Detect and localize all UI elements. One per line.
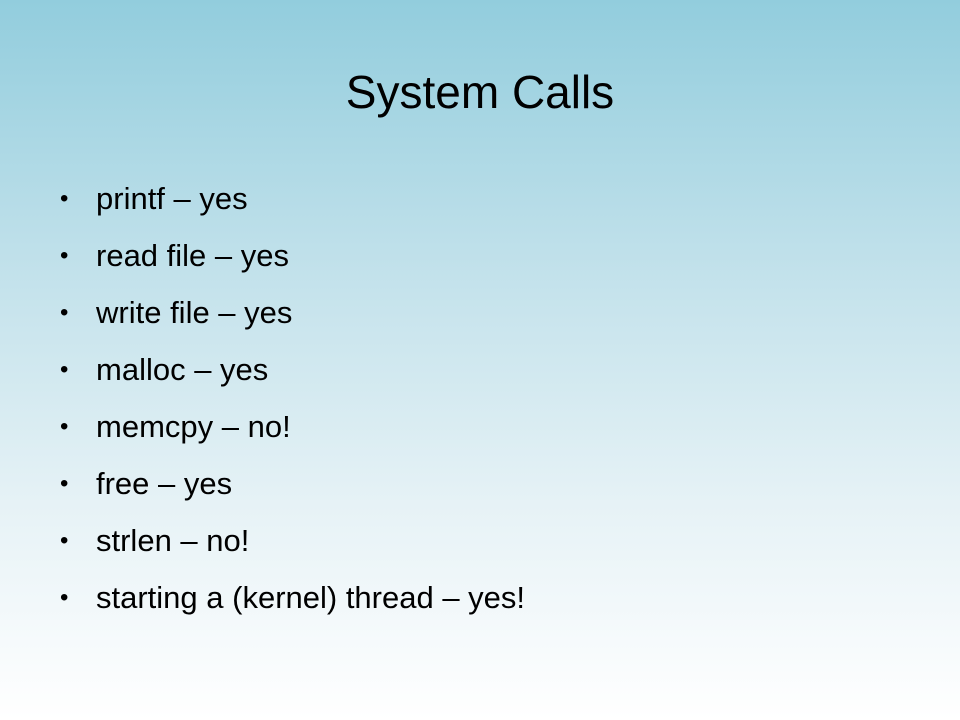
- bullet-dot-icon: •: [60, 241, 69, 269]
- bullet-item: • printf – yes: [60, 170, 920, 227]
- bullet-item: • read file – yes: [60, 227, 920, 284]
- bullet-text: memcpy – no!: [96, 408, 291, 444]
- bullet-text: free – yes: [96, 465, 233, 501]
- bullet-text: starting a (kernel) thread – yes!: [96, 579, 526, 615]
- bullet-text: printf – yes: [96, 180, 248, 216]
- bullet-item: • strlen – no!: [60, 512, 920, 569]
- bullet-dot-icon: •: [60, 526, 69, 554]
- bullet-list: • printf – yes • read file – yes • write…: [60, 170, 920, 626]
- bullet-item: • free – yes: [60, 455, 920, 512]
- bullet-text: read file – yes: [96, 237, 289, 273]
- bullet-item: • malloc – yes: [60, 341, 920, 398]
- bullet-item: • starting a (kernel) thread – yes!: [60, 569, 920, 626]
- bullet-item: • memcpy – no!: [60, 398, 920, 455]
- bullet-dot-icon: •: [60, 412, 69, 440]
- bullet-dot-icon: •: [60, 355, 69, 383]
- bullet-dot-icon: •: [60, 469, 69, 497]
- bullet-dot-icon: •: [60, 298, 69, 326]
- bullet-dot-icon: •: [60, 184, 69, 212]
- slide-title: System Calls: [345, 66, 615, 118]
- bullet-item: • write file – yes: [60, 284, 920, 341]
- bullet-text: malloc – yes: [96, 351, 269, 387]
- bullet-text: write file – yes: [96, 294, 293, 330]
- bullet-dot-icon: •: [60, 583, 69, 611]
- bullet-text: strlen – no!: [96, 522, 250, 558]
